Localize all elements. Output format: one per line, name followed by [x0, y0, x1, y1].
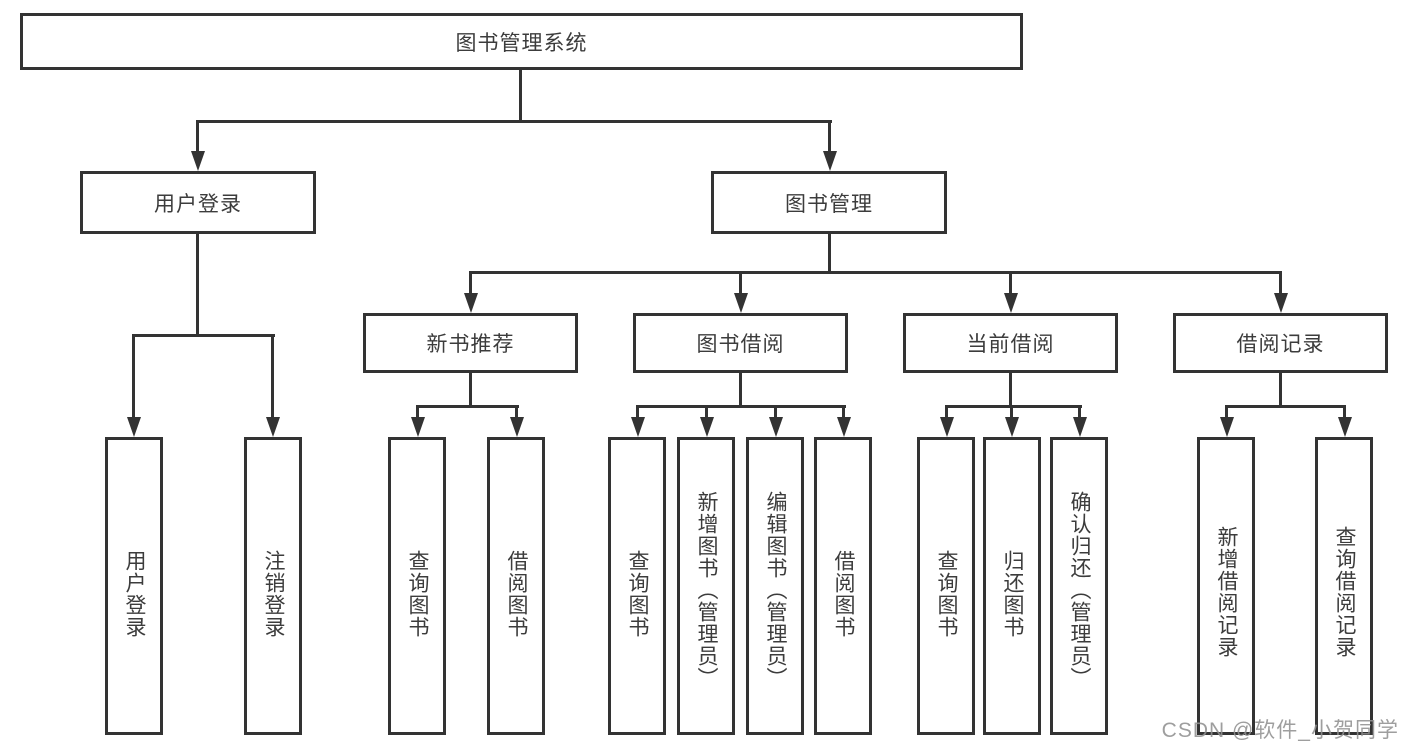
- connector-line: [1343, 405, 1346, 419]
- arrowhead-down-icon: [1220, 417, 1234, 437]
- connector-line: [196, 234, 199, 336]
- leaf-user-login: 用户登录: [105, 437, 163, 735]
- arrowhead-down-icon: [464, 293, 478, 313]
- node-label: 编辑图书（管理员）: [764, 491, 787, 689]
- connector-line: [1279, 271, 1282, 295]
- node-label: 借阅记录: [1236, 333, 1325, 356]
- arrowhead-down-icon: [823, 151, 837, 171]
- leaf-query-books: 查询图书: [608, 437, 666, 735]
- connector-line: [132, 334, 275, 337]
- node-label: 查询借阅记录: [1333, 525, 1356, 658]
- node-label: 归还图书: [1001, 550, 1024, 638]
- connector-line: [1225, 405, 1228, 419]
- connector-line: [828, 120, 831, 153]
- csdn-watermark: CSDN @软件_小贺同学: [1161, 719, 1399, 742]
- leaf-add-borrow-record: 新增借阅记录: [1197, 437, 1255, 735]
- connector-line: [469, 271, 1282, 274]
- node-label: 查询图书: [935, 550, 958, 638]
- connector-line: [469, 373, 472, 407]
- node-label: 当前借阅: [966, 333, 1055, 356]
- arrowhead-down-icon: [700, 417, 714, 437]
- leaf-logout: 注销登录: [244, 437, 302, 735]
- arrowhead-down-icon: [1005, 417, 1019, 437]
- node-label: 查询图书: [626, 550, 649, 638]
- leaf-borrow-books: 借阅图书: [814, 437, 872, 735]
- arrowhead-down-icon: [1004, 293, 1018, 313]
- connector-line: [1078, 405, 1081, 419]
- node-new-book-recommendation: 新书推荐: [363, 313, 578, 373]
- arrowhead-down-icon: [940, 417, 954, 437]
- leaf-return-books: 归还图书: [983, 437, 1041, 735]
- connector-line: [739, 373, 742, 407]
- node-label: 借阅图书: [832, 550, 855, 638]
- node-label: 用户登录: [154, 192, 242, 216]
- connector-line: [196, 120, 832, 123]
- leaf-borrow-books: 借阅图书: [487, 437, 545, 735]
- arrowhead-down-icon: [510, 417, 524, 437]
- connector-line: [842, 405, 845, 419]
- arrowhead-down-icon: [734, 293, 748, 313]
- arrowhead-down-icon: [1274, 293, 1288, 313]
- arrowhead-down-icon: [837, 417, 851, 437]
- connector-line: [945, 405, 1082, 408]
- connector-line: [636, 405, 639, 419]
- node-label: 新书推荐: [426, 333, 515, 356]
- node-borrowing-records: 借阅记录: [1173, 313, 1388, 373]
- leaf-query-books: 查询图书: [388, 437, 446, 735]
- node-label: 查询图书: [406, 550, 429, 638]
- leaf-query-books: 查询图书: [917, 437, 975, 735]
- node-label: 新增图书（管理员）: [695, 491, 718, 689]
- arrowhead-down-icon: [266, 417, 280, 437]
- node-library-management-system: 图书管理系统: [20, 13, 1023, 70]
- connector-line: [469, 271, 472, 295]
- node-label: 用户登录: [123, 550, 146, 638]
- connector-line: [705, 405, 708, 419]
- connector-line: [132, 334, 135, 419]
- connector-line: [1279, 373, 1282, 407]
- leaf-confirm-return-admin: 确认归还（管理员）: [1050, 437, 1108, 735]
- leaf-query-borrow-record: 查询借阅记录: [1315, 437, 1373, 735]
- node-label: 图书管理系统: [455, 31, 588, 55]
- node-label: 新增借阅记录: [1215, 525, 1238, 658]
- connector-line: [1009, 373, 1012, 407]
- arrowhead-down-icon: [411, 417, 425, 437]
- connector-line: [774, 405, 777, 419]
- arrowhead-down-icon: [769, 417, 783, 437]
- node-label: 注销登录: [262, 550, 285, 638]
- node-book-management: 图书管理: [711, 171, 947, 234]
- connector-line: [196, 120, 199, 153]
- node-label: 借阅图书: [505, 550, 528, 638]
- node-user-login: 用户登录: [80, 171, 316, 234]
- node-current-borrowing: 当前借阅: [903, 313, 1118, 373]
- node-book-borrowing: 图书借阅: [633, 313, 848, 373]
- connector-line: [1225, 405, 1346, 408]
- arrowhead-down-icon: [631, 417, 645, 437]
- arrowhead-down-icon: [191, 151, 205, 171]
- arrowhead-down-icon: [1338, 417, 1352, 437]
- connector-line: [1010, 405, 1013, 419]
- node-label: 图书借阅: [696, 333, 785, 356]
- connector-line: [519, 70, 522, 121]
- connector-line: [416, 405, 519, 408]
- node-label: 图书管理: [785, 192, 873, 216]
- connector-line: [515, 405, 518, 419]
- leaf-edit-books-admin: 编辑图书（管理员）: [746, 437, 804, 735]
- connector-line: [271, 334, 274, 419]
- arrowhead-down-icon: [1073, 417, 1087, 437]
- connector-line: [1009, 271, 1012, 295]
- connector-line: [636, 405, 846, 408]
- arrowhead-down-icon: [127, 417, 141, 437]
- connector-line: [416, 405, 419, 419]
- leaf-add-books-admin: 新增图书（管理员）: [677, 437, 735, 735]
- connector-line: [739, 271, 742, 295]
- connector-line: [828, 234, 831, 273]
- node-label: 确认归还（管理员）: [1068, 491, 1091, 689]
- connector-line: [945, 405, 948, 419]
